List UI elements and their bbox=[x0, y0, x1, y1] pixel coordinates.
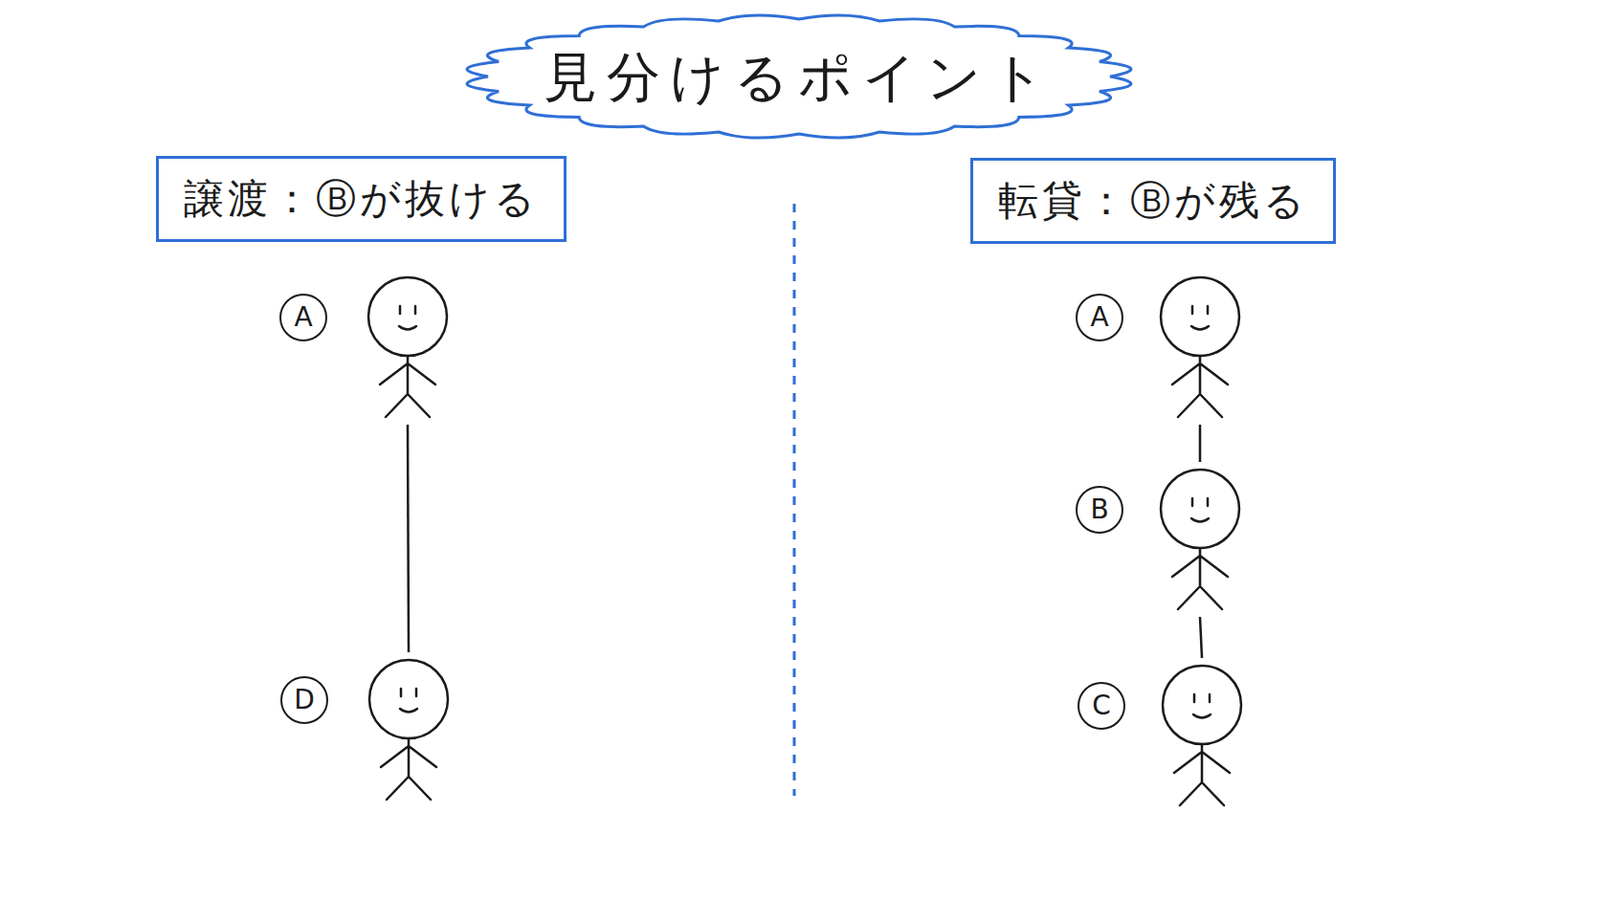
figure-stroke bbox=[1162, 666, 1242, 745]
figure-stroke bbox=[399, 306, 417, 331]
relation-line bbox=[1200, 617, 1202, 659]
person-label: A bbox=[279, 293, 328, 342]
stick-figure bbox=[365, 658, 452, 802]
heading-box: 転貸：Ⓑが残る bbox=[970, 157, 1336, 245]
person-label: D bbox=[280, 676, 329, 725]
figure-stroke bbox=[1193, 694, 1211, 719]
heading-text: 譲渡：Ⓑが抜ける bbox=[183, 172, 539, 226]
relation-line bbox=[407, 424, 409, 653]
stick-figure bbox=[1156, 467, 1244, 612]
figure-stroke bbox=[368, 277, 447, 356]
person-label: A bbox=[1075, 293, 1124, 342]
person-label: B bbox=[1075, 486, 1124, 534]
stick-figure bbox=[1156, 275, 1244, 420]
figure-stroke bbox=[400, 688, 418, 713]
stick-figure bbox=[1158, 664, 1245, 808]
person-figure: D bbox=[365, 658, 452, 802]
person-figure: A bbox=[364, 275, 451, 420]
figure-stroke bbox=[1172, 355, 1228, 418]
figure-stroke bbox=[1174, 744, 1230, 806]
relation-line bbox=[1199, 424, 1202, 463]
title-text: 見分けるポイント bbox=[543, 42, 1055, 115]
person-label: C bbox=[1077, 682, 1126, 731]
cloud-outline bbox=[466, 15, 1132, 138]
figure-stroke bbox=[1191, 498, 1209, 523]
heading-text: 転貸：Ⓑが残る bbox=[998, 174, 1309, 228]
divider-line bbox=[793, 203, 797, 797]
figure-stroke bbox=[380, 738, 437, 800]
heading-box: 譲渡：Ⓑが抜ける bbox=[155, 155, 567, 243]
figure-stroke bbox=[1160, 469, 1240, 549]
figure-stroke bbox=[379, 355, 436, 418]
figure-stroke bbox=[1172, 548, 1228, 610]
figure-stroke bbox=[1191, 306, 1209, 331]
stick-figure bbox=[364, 275, 451, 420]
figure-stroke bbox=[369, 660, 448, 739]
person-figure: C bbox=[1158, 664, 1245, 808]
figure-stroke bbox=[1160, 277, 1240, 356]
person-figure: A bbox=[1156, 275, 1244, 420]
person-figure: B bbox=[1156, 467, 1244, 612]
